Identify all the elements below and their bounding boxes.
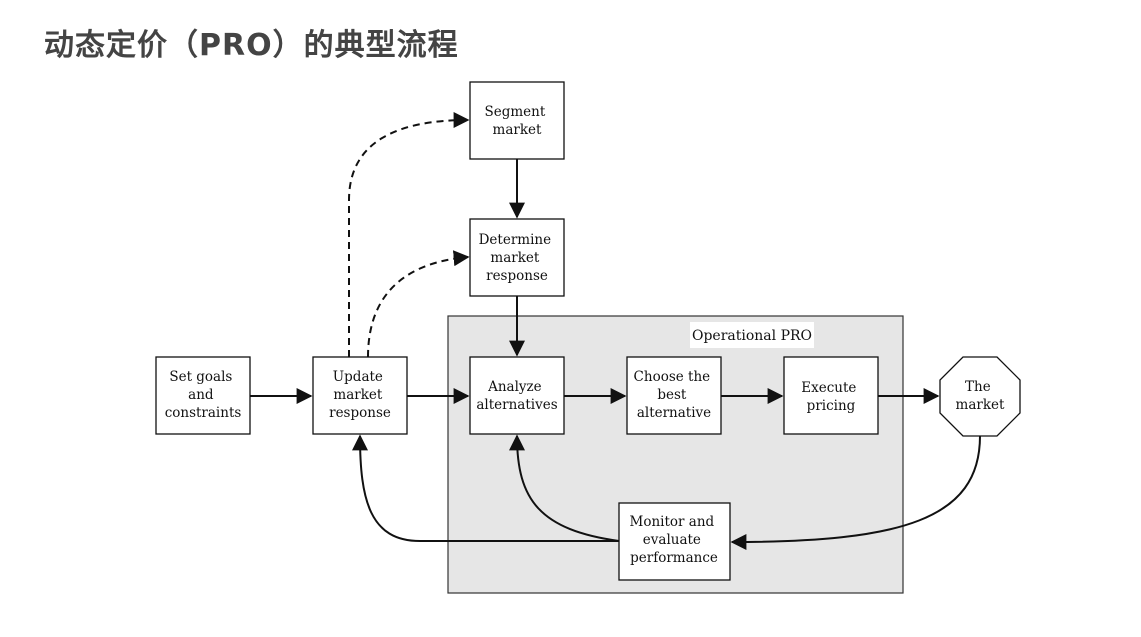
- arrow-monitor-to-analyze: [509, 434, 620, 542]
- analyze-alternatives-label: Analyze alternatives: [476, 379, 557, 413]
- dashed-arrow-update-to-segment: [348, 112, 470, 357]
- operational-pro-label: Operational PRO: [692, 328, 812, 344]
- the-market-label: The market: [956, 379, 1005, 413]
- determine-response-label: Determine market response: [479, 232, 556, 284]
- update-response-box: [312, 356, 408, 435]
- determine-response-box: [469, 218, 565, 297]
- segment-market-box: [469, 81, 565, 160]
- page-title: 动态定价（PRO）的典型流程: [44, 28, 459, 63]
- arrow-market-to-monitor: [730, 435, 981, 550]
- the-market-octagon: [939, 356, 1021, 437]
- monitor-evaluate-box: [618, 502, 731, 581]
- monitor-evaluate-label: Monitor and evaluate performance: [630, 514, 719, 566]
- execute-pricing-label: Execute pricing: [801, 380, 860, 414]
- segment-market-label: Segment market: [484, 104, 549, 138]
- choose-best-box: [626, 356, 722, 435]
- update-response-label: Update market response: [329, 369, 391, 421]
- analyze-alternatives-box: [469, 356, 565, 435]
- operational-pro-label-bg: [690, 322, 814, 348]
- set-goals-label: Set goals and constraints: [165, 369, 242, 421]
- arrow-monitor-to-update: [352, 434, 619, 542]
- choose-best-label: Choose the best alternative: [634, 369, 715, 421]
- execute-pricing-box: [783, 356, 879, 435]
- dashed-arrow-update-to-determine: [367, 250, 470, 358]
